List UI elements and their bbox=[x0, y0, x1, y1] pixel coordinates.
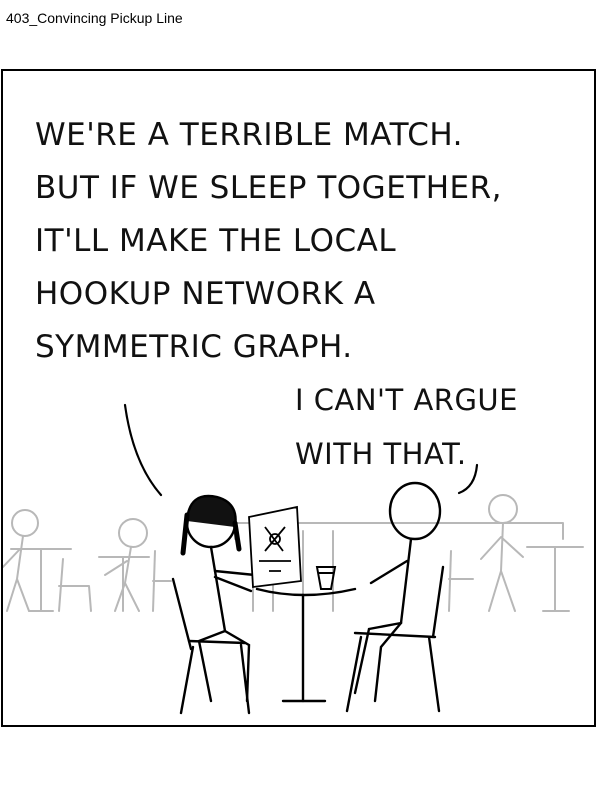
comic-title: 403_Convincing Pickup Line bbox=[6, 10, 183, 26]
speech-right-speaker: I CAN'T ARGUE WITH THAT. bbox=[295, 373, 518, 481]
speech-pointer-left bbox=[123, 403, 163, 497]
speech-line: SYMMETRIC GRAPH. bbox=[35, 329, 353, 365]
speech-line: HOOKUP NETWORK A bbox=[35, 276, 376, 312]
comic-panel: WE'RE A TERRIBLE MATCH. BUT IF WE SLEEP … bbox=[1, 69, 596, 727]
speech-pointer-right bbox=[457, 463, 479, 495]
drink-glass bbox=[315, 566, 337, 590]
speech-line: WITH THAT. bbox=[295, 437, 467, 471]
right-chair bbox=[345, 565, 445, 713]
speech-left-speaker: WE'RE A TERRIBLE MATCH. BUT IF WE SLEEP … bbox=[35, 109, 502, 374]
speech-line: WE'RE A TERRIBLE MATCH. bbox=[35, 117, 463, 153]
cafe-scene-drawing bbox=[3, 403, 584, 715]
held-paper-drawing bbox=[248, 505, 302, 589]
cafe-table bbox=[255, 587, 357, 703]
left-chair bbox=[171, 577, 251, 715]
speech-line: I CAN'T ARGUE bbox=[295, 383, 518, 417]
speech-line: BUT IF WE SLEEP TOGETHER, bbox=[35, 170, 503, 206]
speech-line: IT'LL MAKE THE LOCAL bbox=[35, 223, 397, 259]
right-person bbox=[353, 481, 442, 703]
